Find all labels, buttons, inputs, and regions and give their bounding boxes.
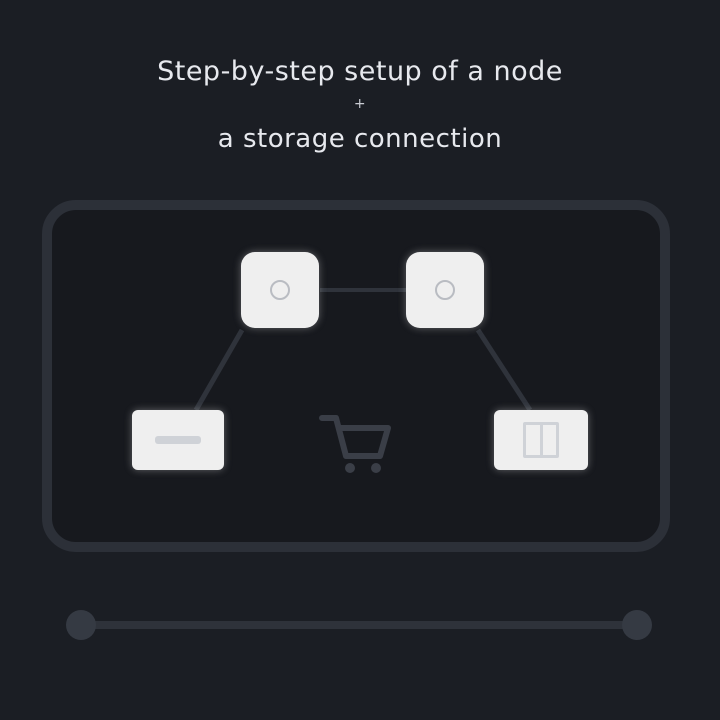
node-top-right[interactable] — [406, 252, 484, 328]
timeline-track[interactable] — [80, 621, 638, 629]
timeline-scrubber[interactable] — [62, 608, 656, 642]
timeline-start-handle[interactable] — [66, 610, 96, 640]
timeline-end-handle[interactable] — [622, 610, 652, 640]
bar-icon — [155, 436, 201, 444]
split-window-icon — [523, 422, 559, 458]
diagram-frame — [42, 200, 670, 552]
cart-icon — [319, 415, 391, 473]
circle-icon — [435, 280, 455, 300]
node-bottom-left[interactable] — [132, 410, 224, 470]
node-top-left[interactable] — [241, 252, 319, 328]
title-line-3: a storage connection — [217, 124, 503, 154]
title-line-1: Step-by-step setup of a node — [157, 56, 563, 87]
circle-icon — [270, 280, 290, 300]
title-line-2: + — [353, 96, 367, 112]
node-bottom-right[interactable] — [494, 410, 588, 470]
